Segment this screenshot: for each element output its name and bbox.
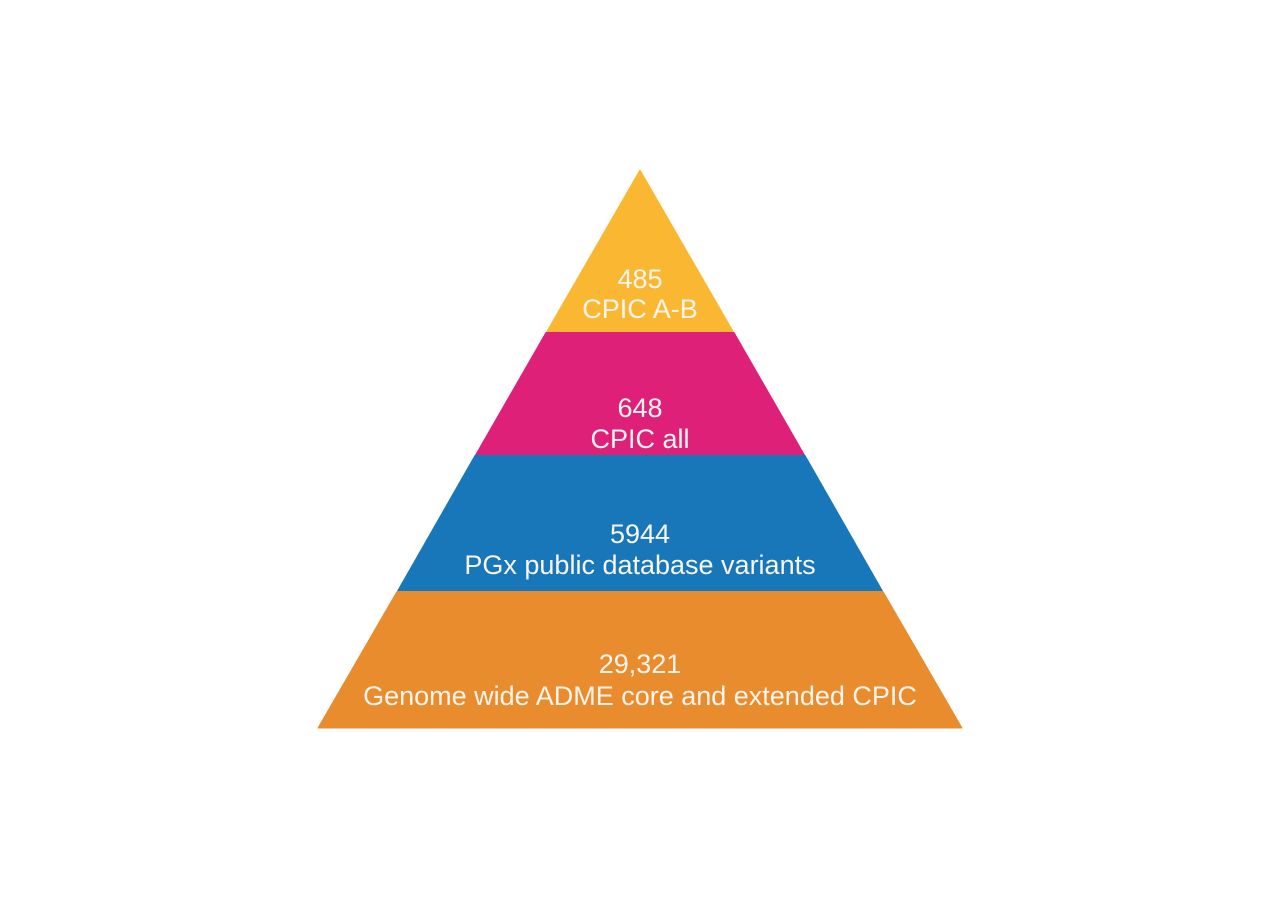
pyramid-level-4: 29,321 Genome wide ADME core and extende…	[317, 591, 963, 729]
pyramid-level-3-value: 5944	[610, 519, 670, 549]
pyramid-level-1-label: CPIC A-B	[582, 294, 698, 324]
pyramid-level-4-label: Genome wide ADME core and extended CPIC	[363, 681, 917, 711]
pyramid-level-4-shape	[317, 591, 963, 729]
pyramid-level-1: 485 CPIC A-B	[545, 169, 735, 334]
pyramid-level-3: 5944 PGx public database variants	[396, 455, 884, 593]
pyramid-level-2-label: CPIC all	[590, 424, 689, 454]
pyramid-level-2: 648 CPIC all	[474, 332, 806, 457]
pyramid-level-3-label: PGx public database variants	[464, 550, 815, 580]
pyramid-level-2-value: 648	[617, 393, 662, 423]
pyramid-level-4-value: 29,321	[599, 649, 682, 679]
pyramid-level-1-value: 485	[617, 264, 662, 294]
